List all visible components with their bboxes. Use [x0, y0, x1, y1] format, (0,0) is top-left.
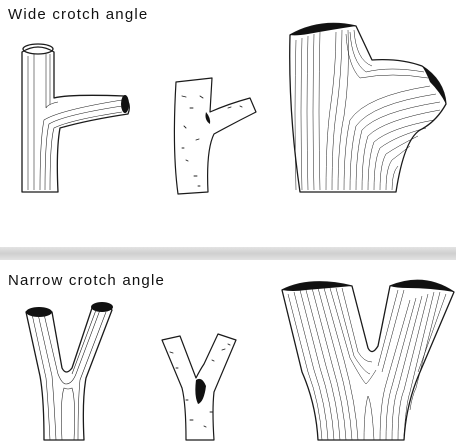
wide-branch-section [22, 44, 129, 192]
narrow-bark-exterior [162, 334, 236, 440]
wide-enlarged-section [290, 23, 446, 192]
wide-bark-exterior [174, 78, 256, 194]
narrow-branch-section [26, 302, 113, 440]
narrow-enlarged-section [282, 280, 454, 440]
